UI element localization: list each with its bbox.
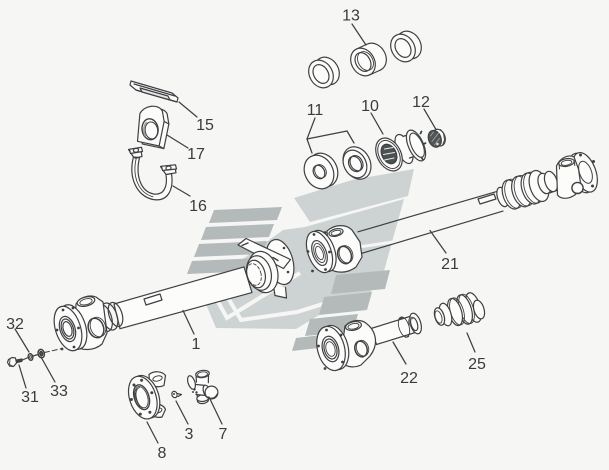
svg-text:13: 13 [342, 8, 360, 25]
svg-text:7: 7 [219, 426, 228, 443]
svg-text:33: 33 [50, 383, 68, 400]
svg-text:31: 31 [21, 389, 39, 406]
svg-text:17: 17 [187, 146, 205, 163]
svg-text:3: 3 [185, 426, 194, 443]
svg-text:1: 1 [192, 336, 201, 353]
svg-text:25: 25 [468, 356, 486, 373]
svg-text:16: 16 [189, 198, 207, 215]
svg-text:8: 8 [158, 445, 167, 462]
svg-text:15: 15 [196, 117, 214, 134]
svg-text:21: 21 [441, 256, 459, 273]
svg-text:32: 32 [6, 316, 24, 333]
svg-text:10: 10 [361, 98, 379, 115]
svg-text:12: 12 [412, 94, 430, 111]
svg-text:22: 22 [400, 370, 418, 387]
svg-text:11: 11 [307, 102, 324, 119]
